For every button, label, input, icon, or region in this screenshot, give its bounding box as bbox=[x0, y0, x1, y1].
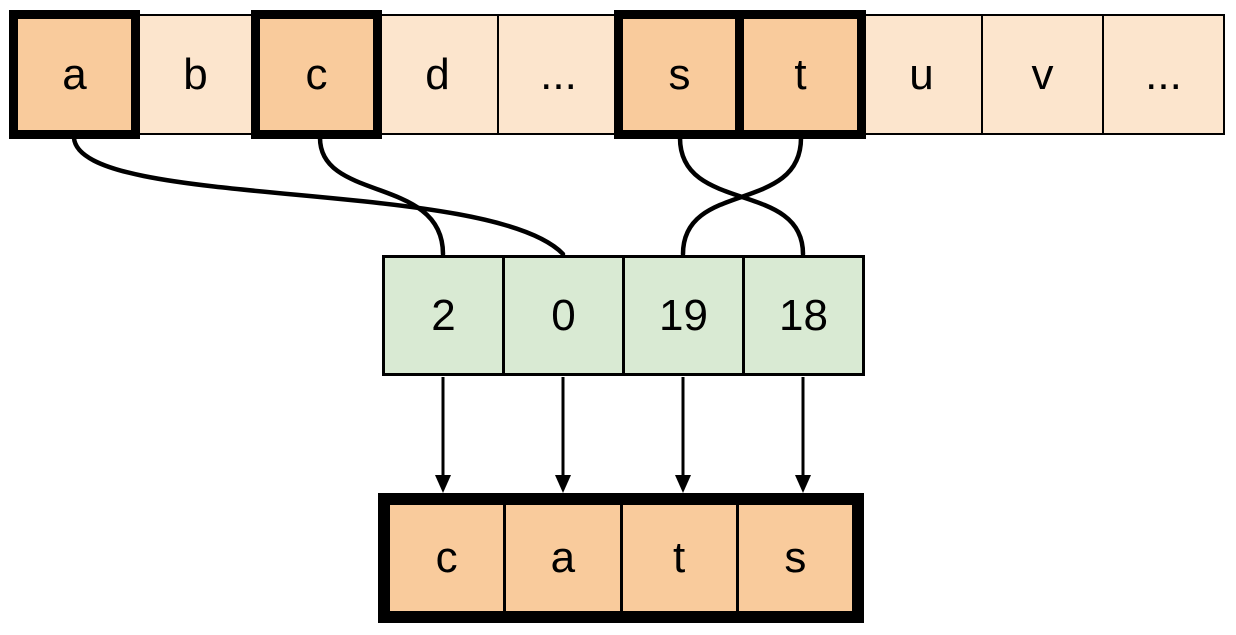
vocab-cell-u: u bbox=[860, 14, 983, 135]
vocab-cell-t: t bbox=[735, 10, 866, 139]
vocab-cell-b: b bbox=[134, 14, 257, 135]
index-cell-2: 2 bbox=[382, 255, 505, 376]
curve-t-to-19 bbox=[680, 135, 804, 257]
output-cell-s: s bbox=[735, 502, 855, 614]
vocab-cell-s: s bbox=[614, 10, 745, 139]
vocab-cell-ellipsis-1: ... bbox=[497, 14, 620, 135]
curve-c-to-2 bbox=[317, 135, 446, 257]
arrow-index3-to-output bbox=[795, 377, 811, 493]
index-cell-18: 18 bbox=[742, 255, 865, 376]
index-cell-19: 19 bbox=[622, 255, 745, 376]
curve-a-to-0 bbox=[71, 135, 566, 257]
output-word-frame: c a t s bbox=[378, 493, 864, 623]
vocab-cell-a: a bbox=[9, 10, 140, 139]
curve-s-to-18 bbox=[677, 135, 806, 257]
index-cell-0: 0 bbox=[502, 255, 625, 376]
output-cell-a: a bbox=[503, 502, 623, 614]
arrow-index0-to-output bbox=[435, 377, 451, 493]
vocab-cell-c: c bbox=[251, 10, 382, 139]
vocab-cell-d: d bbox=[376, 14, 499, 135]
vocab-cell-v: v bbox=[981, 14, 1104, 135]
output-cell-t: t bbox=[619, 502, 739, 614]
output-cell-c: c bbox=[387, 502, 507, 614]
vocab-cell-ellipsis-2: ... bbox=[1102, 14, 1225, 135]
arrow-index2-to-output bbox=[675, 377, 691, 493]
arrow-index1-to-output bbox=[555, 377, 571, 493]
